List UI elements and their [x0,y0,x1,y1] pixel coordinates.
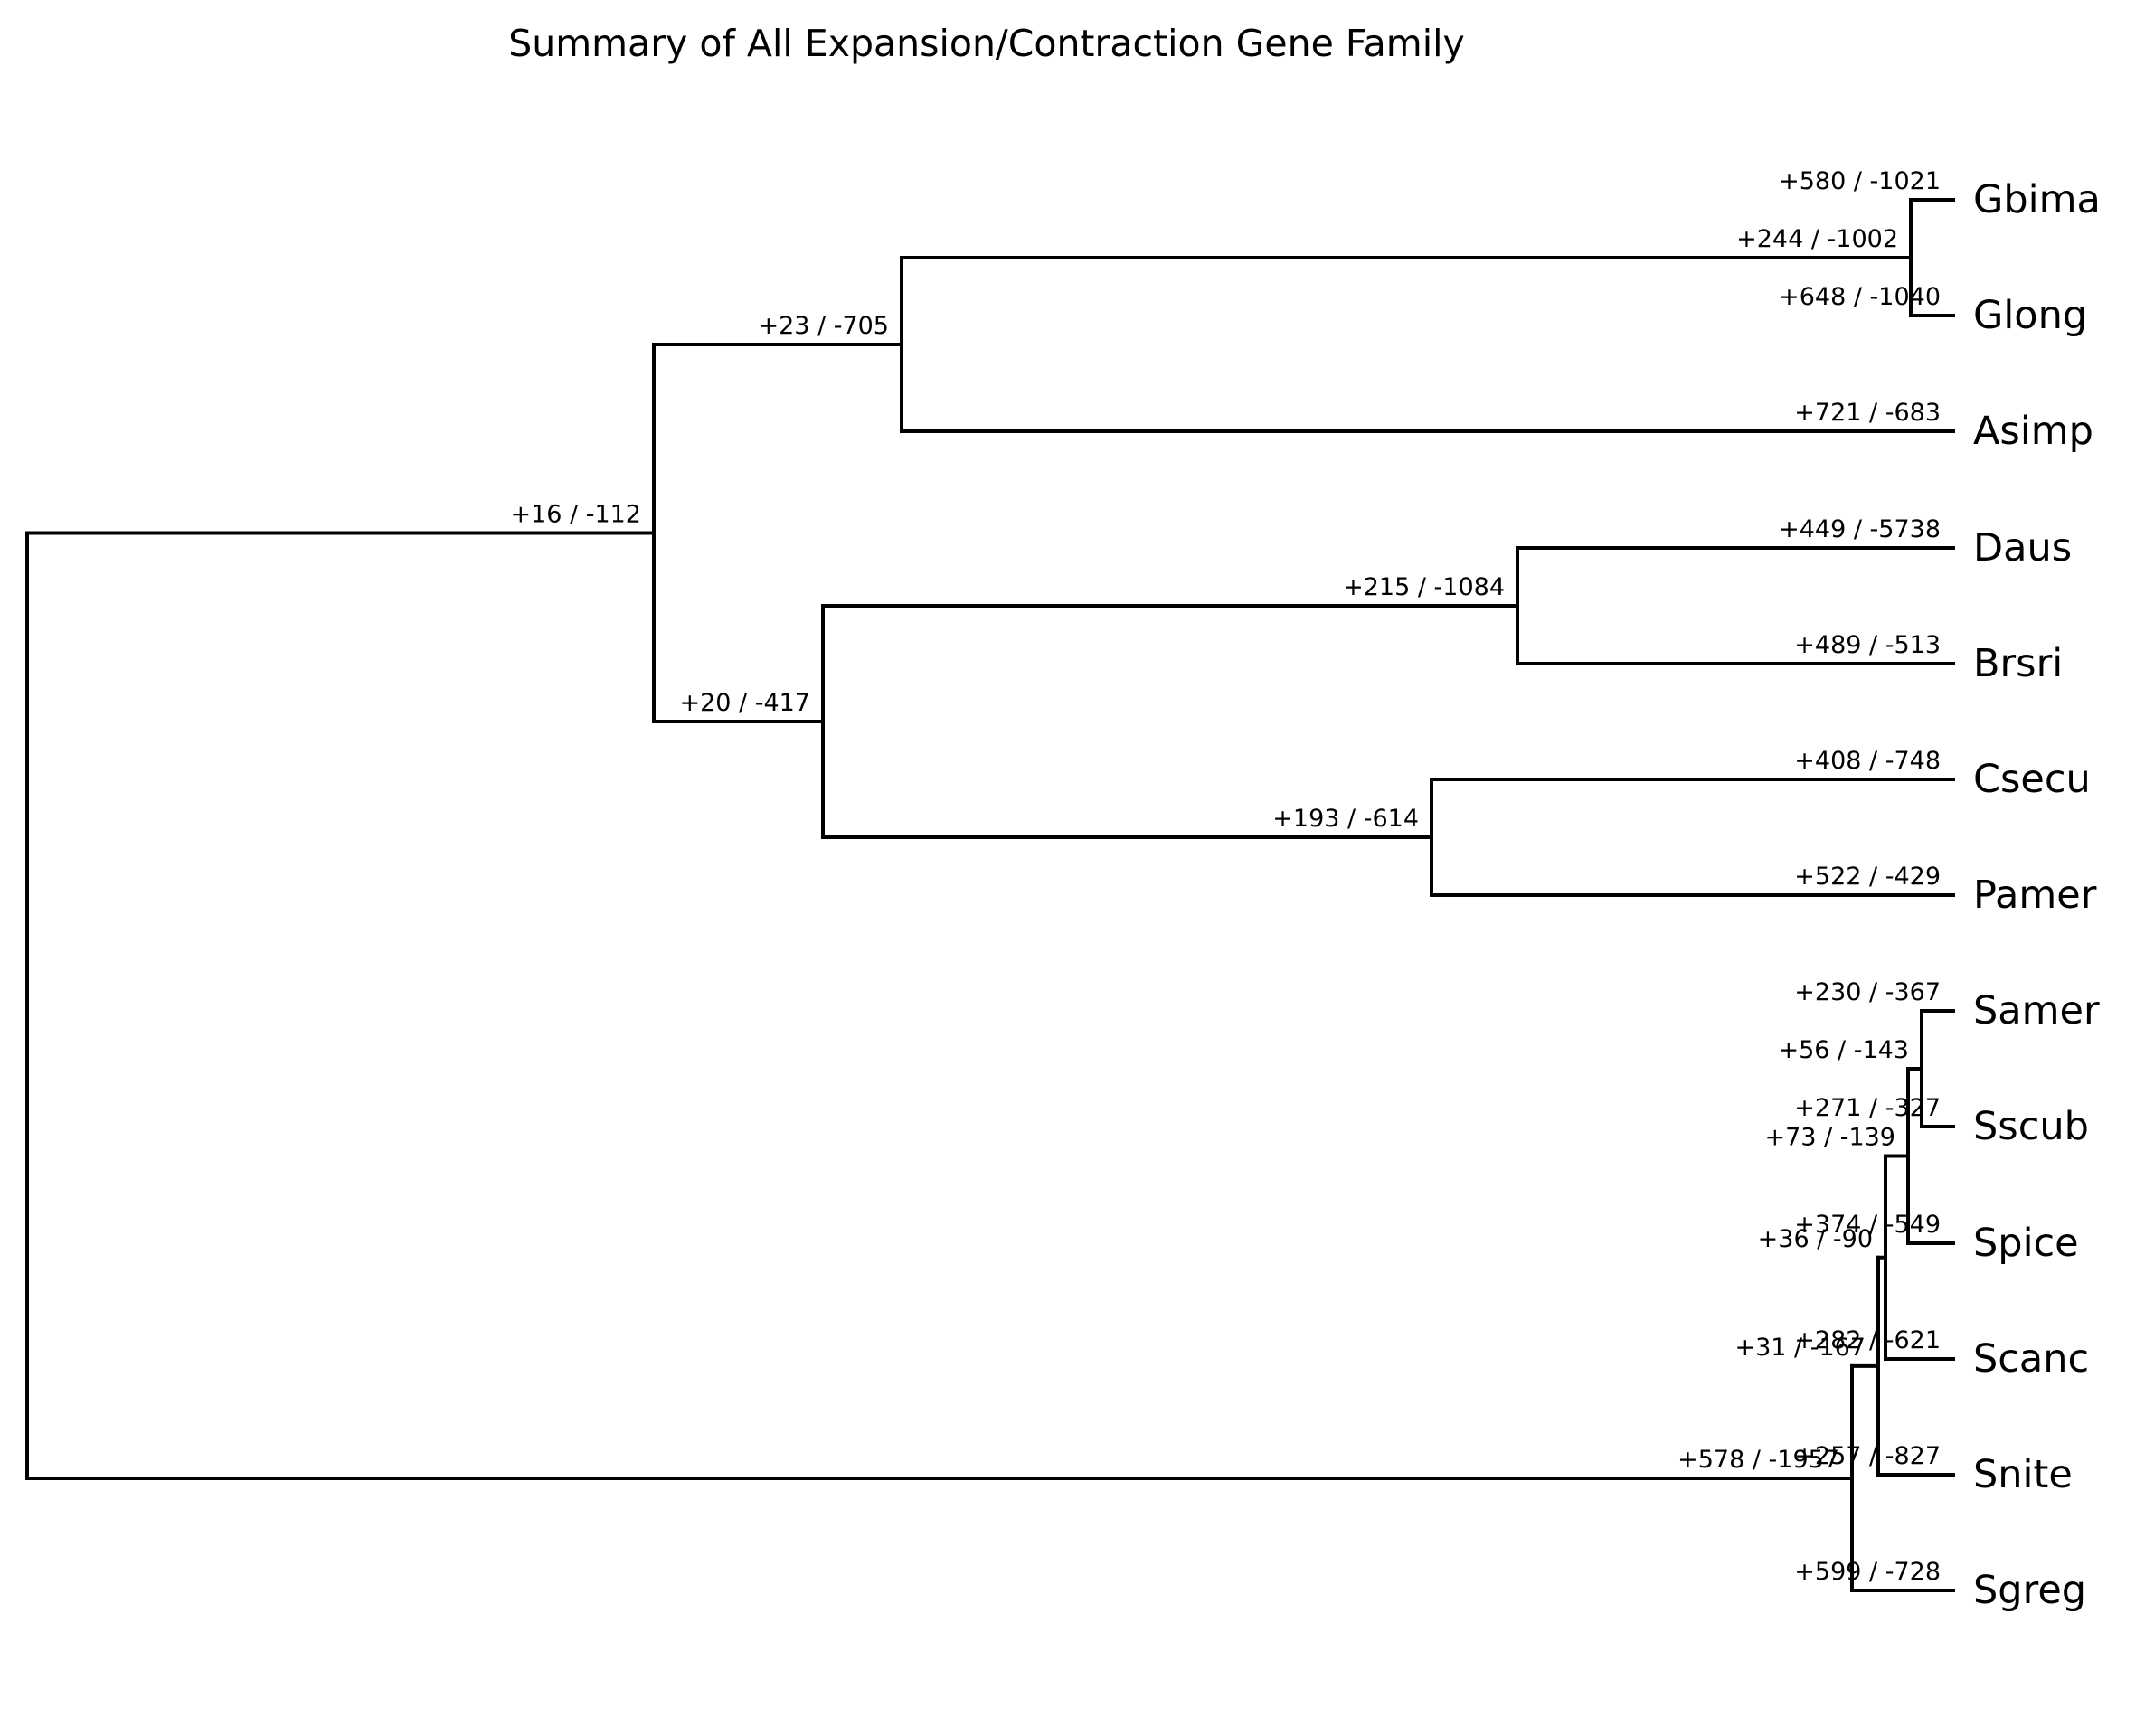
branch-value-label: +408 / -748 [1794,747,1941,775]
branch-value-label: +580 / -1021 [1779,167,1941,195]
branch-value-label: +282 / -621 [1794,1326,1941,1354]
branch-value-label: +244 / -1002 [1736,225,1898,253]
leaf-label-csecu: Csecu [1973,757,2091,802]
leaf-label-sscub: Sscub [1973,1104,2089,1149]
leaf-label-brsri: Brsri [1973,641,2063,686]
leaf-label-asimp: Asimp [1973,409,2093,454]
branch-value-label: +271 / -327 [1794,1094,1941,1122]
leaf-label-scanc: Scanc [1973,1336,2089,1382]
branch-value-label: +489 / -513 [1794,631,1941,659]
branch-value-label: +16 / -112 [510,501,641,529]
branch-value-label: +522 / -429 [1794,863,1941,891]
figure-title: Summary of All Expansion/Contraction Gen… [508,22,1465,65]
leaf-label-sgreg: Sgreg [1973,1568,2086,1613]
branch-value-label: +374 / -549 [1794,1211,1941,1239]
branch-value-label: +230 / -367 [1794,978,1941,1006]
leaf-label-snite: Snite [1973,1452,2073,1497]
branch-value-label: +449 / -5738 [1779,515,1941,543]
branch-value-label: +36 / -90 [1758,1225,1873,1253]
branch-value-label: +215 / -1084 [1343,573,1505,601]
leaf-label-gbima: Gbima [1973,177,2101,222]
branch-value-label: +648 / -1040 [1779,283,1941,311]
leaf-label-pamer: Pamer [1973,873,2097,918]
branch-value-label: +23 / -705 [758,312,889,340]
leaf-label-daus: Daus [1973,525,2072,571]
branch-value-label: +20 / -417 [679,689,810,717]
branch-value-label: +193 / -614 [1272,805,1419,833]
branch-value-label: +599 / -728 [1794,1558,1941,1586]
branch-value-label: +31 / -167 [1734,1334,1866,1362]
branch-value-label: +257 / -827 [1794,1442,1941,1470]
branch-value-label: +721 / -683 [1794,399,1941,427]
branch-value-label: +56 / -143 [1778,1036,1909,1064]
branch-value-label: +578 / -1957 [1677,1446,1839,1474]
leaf-label-glong: Glong [1973,293,2087,338]
leaf-label-spice: Spice [1973,1221,2079,1266]
branch-value-label: +73 / -139 [1764,1124,1895,1152]
leaf-label-samer: Samer [1973,988,2100,1033]
